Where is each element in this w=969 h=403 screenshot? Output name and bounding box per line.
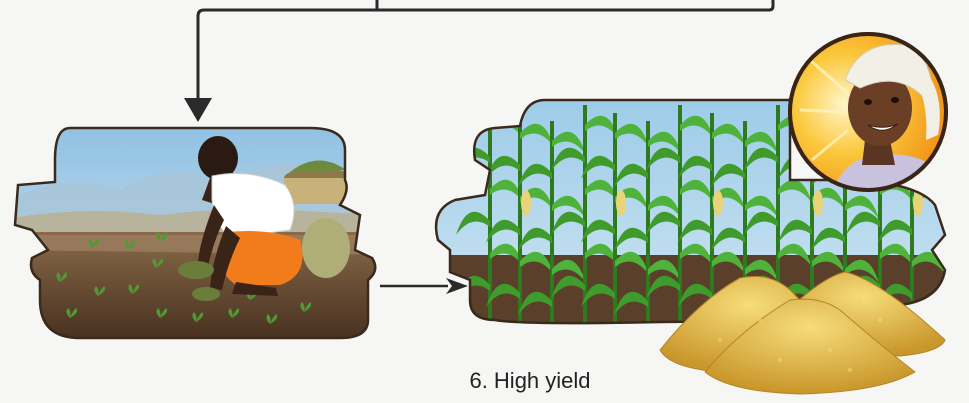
flow-arrow-right: [380, 278, 468, 294]
arrow-right-icon: [446, 278, 468, 294]
step-caption: 6. High yield: [380, 368, 680, 394]
planting-scene: [0, 120, 400, 352]
farmer-portrait: [788, 32, 950, 200]
arrow-down-icon: [184, 98, 212, 122]
